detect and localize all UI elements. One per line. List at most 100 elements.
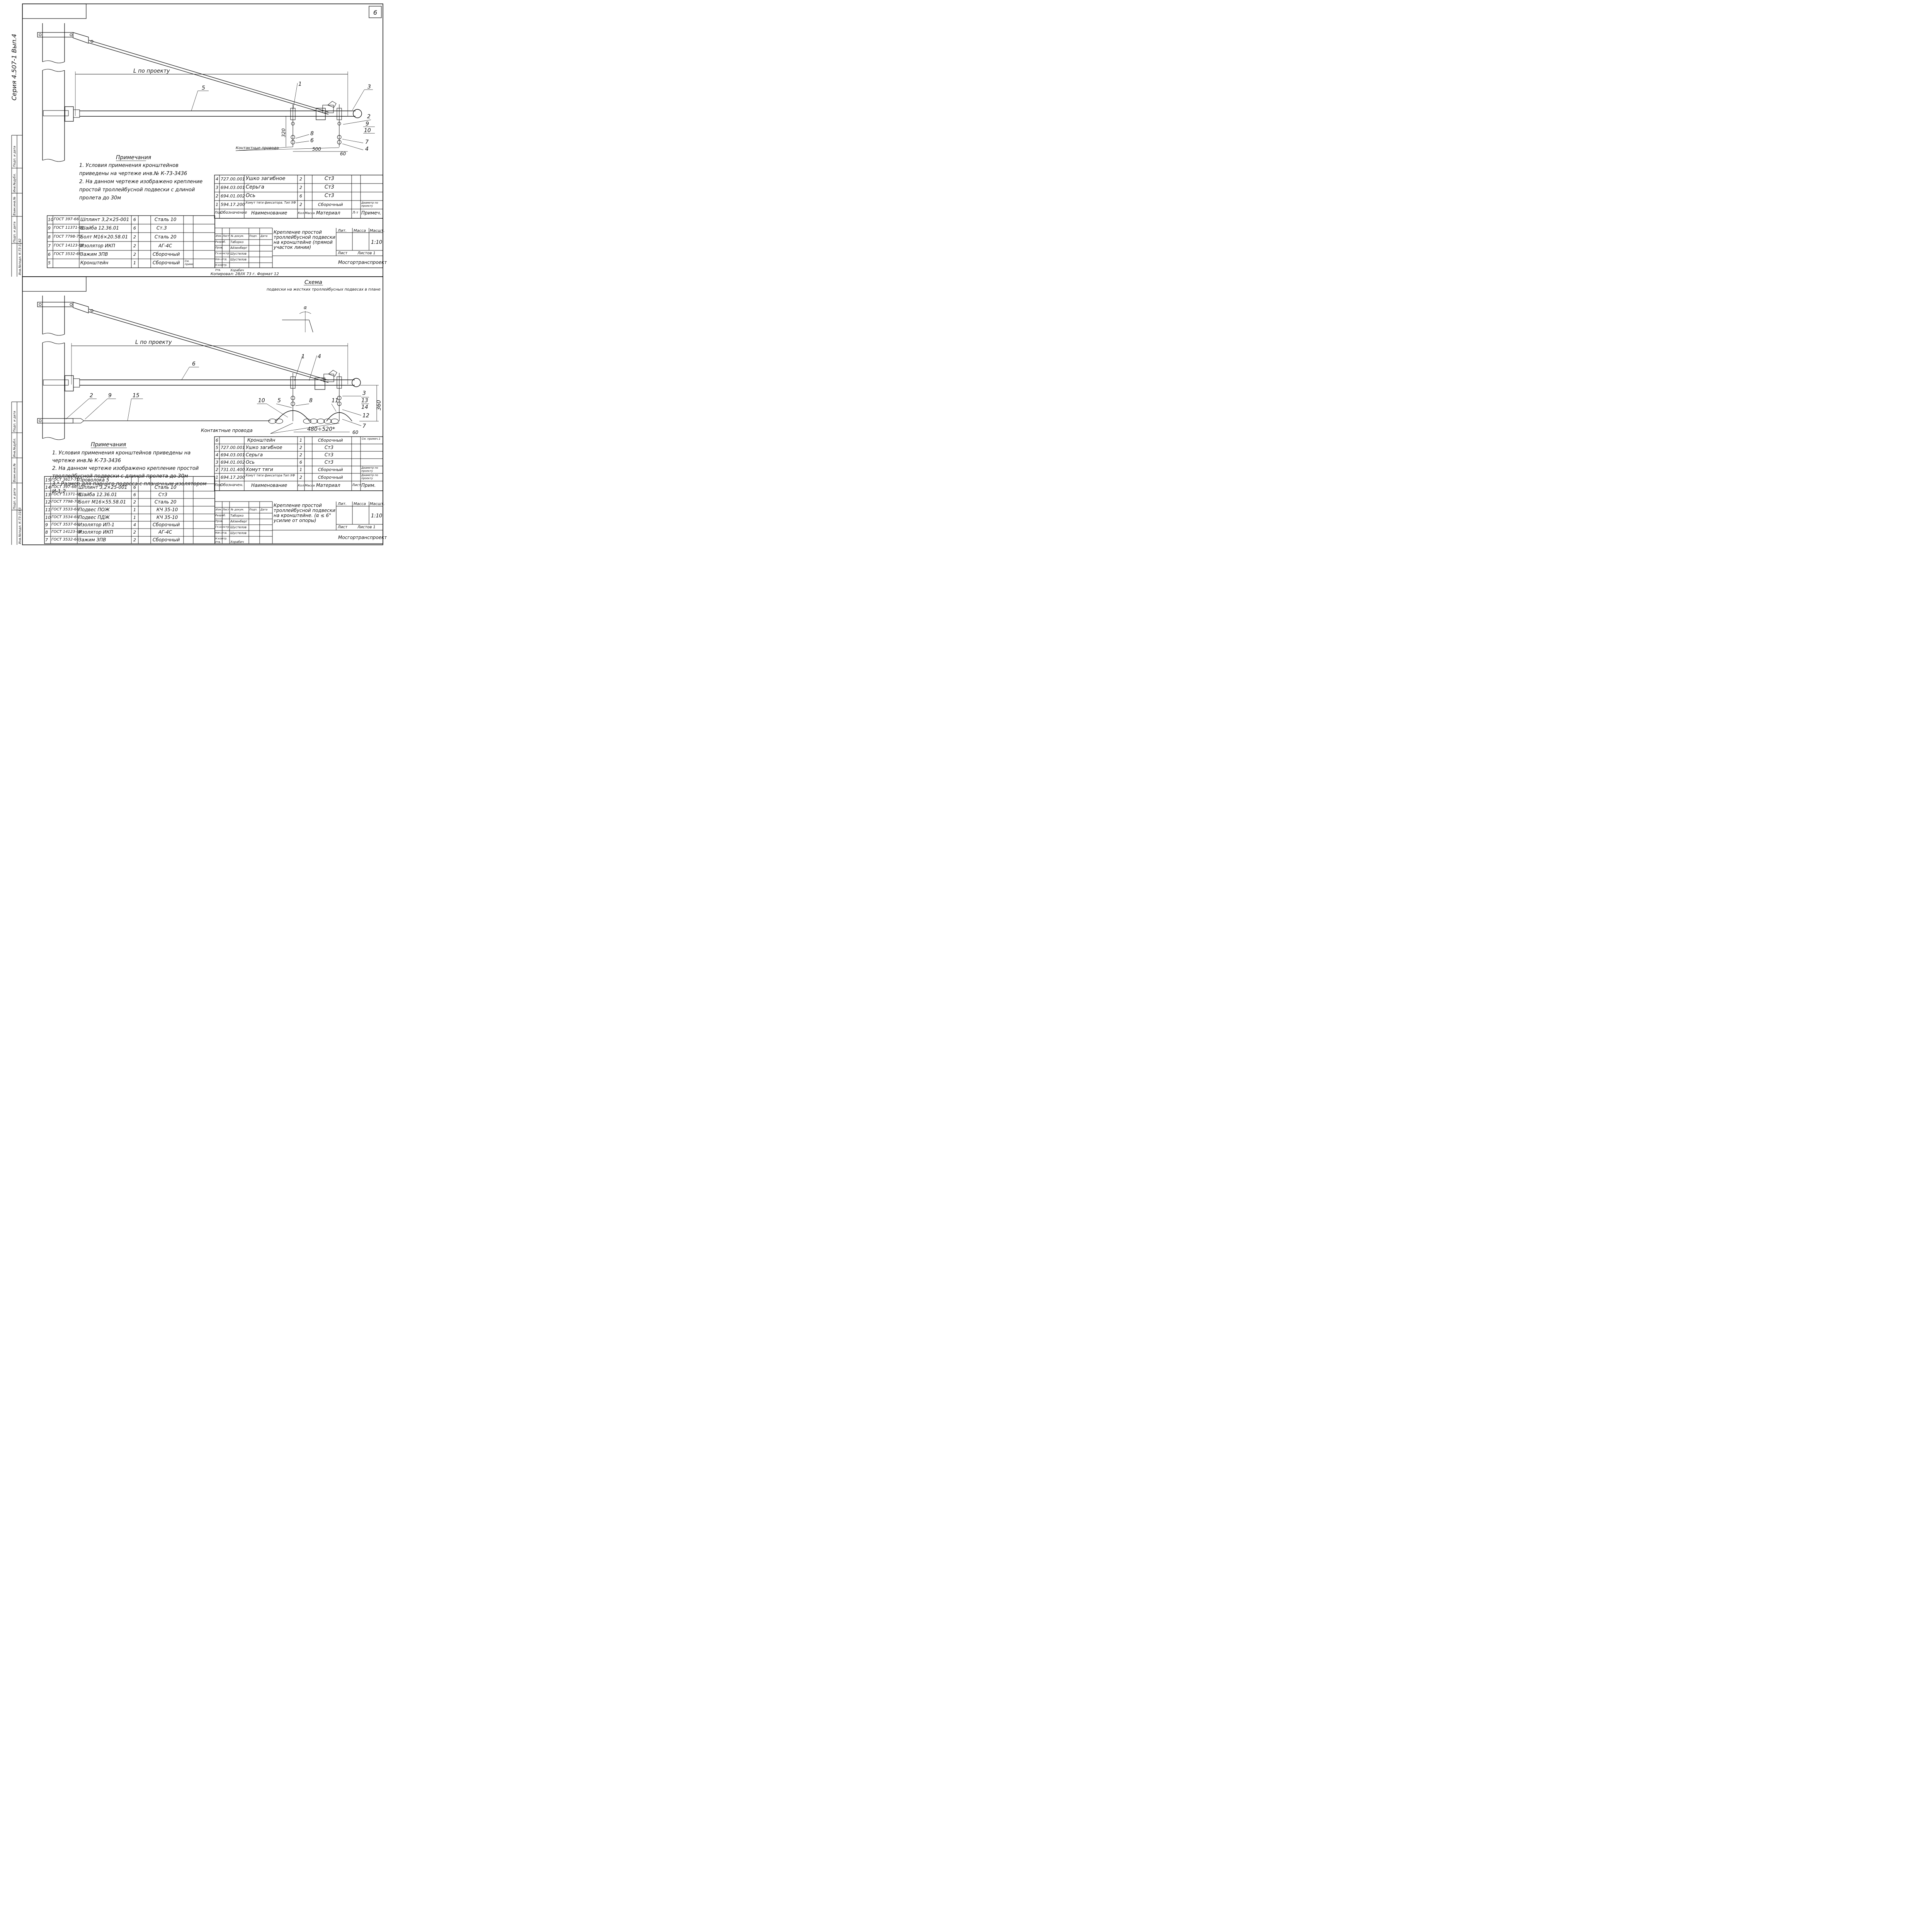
bsr-h-sheet: Лист [352, 483, 361, 487]
bsr-r2-name: Серьга [246, 452, 263, 457]
bsl-r4-pos: 11 [45, 507, 51, 512]
top-callouts: 5 1 3 2 9 10 7 4 8 6 [191, 81, 375, 152]
top-callout-9: 9 [366, 121, 369, 127]
bsr-h-qty: Кол. [298, 484, 305, 487]
top-dim-500: 500 [312, 146, 321, 152]
bsl-r2-name: Шайба 12.36.01 [78, 492, 117, 497]
margin-label-5: Подп. и дата [13, 411, 16, 432]
bsl-r7-mat: АГ-4С [158, 529, 172, 535]
btb-name-1: Таборко [230, 514, 244, 517]
btb-role-6: Утв. [215, 541, 221, 544]
bsr-r3-name: Ось [246, 459, 255, 465]
bsl-r3-name: Болт М16×55.58.01 [78, 499, 126, 505]
ttb-sheets: Листов 1 [357, 251, 376, 255]
sheet-number: 6 [373, 9, 377, 16]
tsr-h-mass: Масса [305, 211, 315, 215]
btb-role-5: Н.контр. [215, 537, 228, 540]
bottom-dim-60: 60 [352, 430, 359, 435]
ttb-role-6: Утв. [215, 269, 221, 272]
bottom-callout-14: 14 [361, 404, 368, 410]
top-corner-box [22, 3, 87, 19]
bsl-r8-qty: 2 [133, 537, 136, 543]
tsl-r2-pos: 8 [48, 235, 51, 240]
top-callout-8: 8 [310, 131, 314, 137]
tsr-r0-pos: 4 [216, 177, 218, 182]
bsr-r5-note: Диаметр по проекту [361, 474, 378, 480]
tsl-r3-code: ГОСТ 14123-69 [54, 243, 84, 248]
btb-org: Мосгортранспроект [338, 535, 387, 540]
tsl-r5-mat: Сборочный [153, 260, 180, 265]
top-note-1: 1. Условия применения кронштейнов привед… [79, 163, 187, 177]
tsr-r2-mat: Ст3 [325, 193, 334, 199]
bsl-r6-mat: Сборочный [153, 522, 180, 527]
bsr-r1-qty: 2 [299, 445, 302, 450]
bsr-r3-qty: 6 [299, 460, 302, 465]
bsr-r4-mat: Сборочный [318, 467, 343, 472]
ttb-scale: 1:10 [371, 240, 383, 245]
bsr-r2-code: 694.03.001 [221, 452, 245, 457]
tsl-r1-pos: 9 [48, 226, 51, 231]
tsr-r0-mat: Ст3 [325, 176, 334, 182]
bsl-r5-mat: КЧ 35-10 [156, 515, 178, 520]
ttb-col-0: Изм. [216, 235, 222, 238]
tsl-r5-qty: 1 [133, 260, 136, 265]
tsl-r3-pos: 7 [48, 243, 51, 248]
bsr-h-code: Обозначен. [220, 483, 243, 487]
ttb-col-1: Лист [223, 235, 230, 238]
tsr-r3-name: Хомут тяги фиксатора. Тип ХФ [245, 201, 296, 204]
bsl-r2-mat: Ст3 [158, 492, 168, 497]
bottom-corner-box [22, 276, 87, 292]
tsl-r4-name: Зажим ЗПВ [80, 252, 108, 257]
tsr-r1-pos: 3 [216, 185, 218, 190]
bsl-r1-name: Шплинт 3,2×25-001 [78, 485, 128, 490]
btb-role-1: Разраб. [215, 514, 226, 517]
bsl-r3-pos: 12 [45, 500, 51, 505]
tsl-r5-name: Кронштейн [80, 260, 109, 265]
tsl-r2-mat: Сталь 20 [155, 234, 177, 240]
bottom-note-2: 2. На данном чертеже изображено креплени… [52, 466, 199, 479]
tsr-r0-code: 727.00.001 [221, 177, 245, 182]
top-note-2: 2. На данном чертеже изображено креплени… [79, 179, 203, 201]
margin-label-4: Подп. и дата [13, 221, 16, 243]
ttb-role-4: Нач.отд. [215, 258, 228, 261]
btb-col-1: Лист [223, 508, 230, 511]
btb-name-6: Хорабич [230, 540, 244, 544]
tsr-h-qty: Кол. [298, 211, 305, 215]
bsl-r6-code: ГОСТ 3537-66 [51, 522, 79, 527]
bsr-r0-note: См. примеч.1 [362, 437, 381, 440]
tsl-r1-mat: Ст.3 [156, 225, 167, 231]
scheme-angle: α [304, 305, 307, 310]
bsr-r0-mat: Сборочный [318, 438, 343, 443]
btb-sheets: Листов 1 [357, 525, 376, 529]
top-callout-7: 7 [365, 139, 369, 145]
ttb-lit: Лит. [338, 229, 347, 233]
tsr-r0-qty: 2 [299, 177, 302, 182]
ttb-title: Крепление простой троллейбусной подвески… [274, 230, 335, 250]
ttb-col-2: № докум. [231, 235, 244, 238]
margin-label-6: Взам.инв.№ [13, 463, 16, 482]
bottom-callout-8: 8 [309, 398, 313, 404]
bsr-r0-pos: 6 [216, 438, 218, 443]
bsl-r0-name: Проволока 5 [78, 477, 109, 483]
bsr-r5-code: 694.17.200 [221, 475, 245, 480]
bsl-r4-name: Подвес ПОЖ [78, 507, 110, 512]
bsl-r1-pos: 14 [45, 485, 51, 490]
bottom-wire-label: Контактные провода [201, 428, 253, 433]
tsl-r1-name: Шайба 12.36.01 [80, 225, 119, 231]
tsr-r2-code: 694.01.002 [221, 194, 245, 199]
bottom-callouts: 6 1 4 2 9 15 10 5 8 11 3 [65, 354, 369, 429]
copy-note: Копировал: 28/IX 73 г. Формат 12 [211, 272, 279, 276]
bsr-r5-name: Хомут тяги фиксатора Тип ХФ [245, 474, 295, 477]
btb-role-2: Пров. [215, 520, 223, 523]
bsl-r3-mat: Сталь 20 [155, 499, 177, 505]
bsr-r3-mat: Ст3 [325, 459, 334, 465]
tsr-h-mat: Материал [316, 210, 340, 216]
top-callout-10: 10 [364, 128, 371, 134]
top-notes: 1. Условия применения кронштейнов привед… [79, 162, 207, 202]
tsl-r0-name: Шплинт 3,2×25-001 [80, 217, 129, 222]
bsl-r1-mat: Сталь 10 [155, 485, 177, 490]
tsr-r1-name: Серьга [246, 184, 264, 190]
tsr-r1-qty: 2 [299, 185, 302, 190]
bottom-callout-9: 9 [108, 393, 112, 399]
bsl-r5-pos: 10 [45, 515, 51, 520]
